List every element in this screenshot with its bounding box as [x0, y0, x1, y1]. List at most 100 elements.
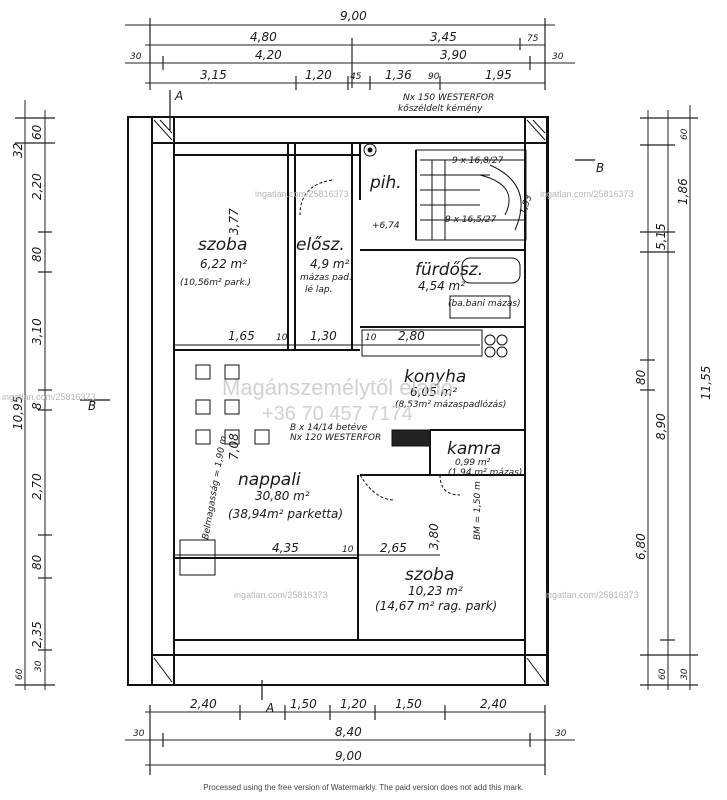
left-dim-60: 60: [30, 124, 44, 140]
left-dim-80a: 80: [30, 246, 44, 262]
room-pihenő: pih.: [369, 173, 402, 193]
section-b-left: B: [88, 399, 96, 413]
top-dim-row2-b: 4,20: [255, 48, 282, 62]
dim-708: 7,08: [227, 433, 241, 460]
room-name: fürdősz.: [415, 260, 483, 280]
bottom-dim-row2-a: 30: [133, 729, 145, 739]
room-area: 0,99 m²: [455, 458, 491, 468]
room-name: szoba: [405, 565, 454, 585]
room-area: 30,80 m²: [255, 489, 310, 503]
left-dim-labels: 32 60 2,20 80 3,10 8 2,70 80 2,35 30 60 …: [11, 124, 44, 680]
wall-hatch: [153, 119, 546, 683]
right-dimension-lines: [640, 105, 698, 690]
section-a-bottom: A: [265, 701, 274, 715]
left-dim-32: 32: [11, 143, 25, 158]
right-dim-30: 30: [680, 668, 690, 680]
dim-280: 2,80: [398, 329, 425, 343]
room-note: (14,67 m² rag. park): [375, 599, 497, 613]
bottom-dim-row1-e: 2,40: [480, 697, 507, 711]
right-dim-890: 8,90: [654, 413, 668, 440]
left-dim-235: 2,35: [30, 621, 44, 648]
note-window-top: Nx 150 WESTERFOR: [403, 93, 494, 103]
top-dim-row3-a: 3,15: [200, 68, 227, 82]
note-window-top-2: kőszéldelt kémény: [398, 103, 483, 114]
right-dim-60: 60: [680, 128, 690, 140]
bottom-dim-row1-c: 1,20: [340, 697, 367, 711]
room-name: pih.: [369, 173, 402, 193]
note-bm-right: BM = 1,50 m: [473, 481, 483, 540]
staircase: [415, 149, 527, 241]
bottom-dimension-lines: [125, 705, 575, 775]
room-eloszoba: elősz. 4,9 m² mázas pad. lé lap.: [296, 235, 352, 295]
right-dim-80: 80: [634, 369, 648, 385]
top-dimension-lines: [125, 18, 575, 90]
bottom-dim-row1-b: 1,50: [290, 697, 317, 711]
left-dim-60b: 60: [15, 668, 25, 680]
top-dim-row1-c: 75: [527, 34, 539, 44]
room-area: 4,54 m²: [418, 279, 465, 293]
right-dim-total: 11,55: [699, 366, 713, 400]
note-window-mid: B x 14/14 betéve: [290, 422, 368, 433]
watermark-site-2: ingatlan.com/25816373: [540, 189, 634, 199]
room-area: 6,05 m²: [410, 385, 457, 399]
fixtures: [179, 143, 521, 576]
dim-165: 1,65: [228, 329, 255, 343]
room-note-1: mázas pad.: [300, 273, 352, 283]
watermark-site-5: ingatlan.com/25816373: [545, 590, 639, 600]
watermark-line-2: +36 70 457 7174: [262, 403, 413, 425]
top-dim-row3-e: 90: [428, 72, 440, 82]
top-dim-row3-b: 1,20: [305, 68, 332, 82]
room-note: (ba.bani mázas): [448, 299, 521, 309]
note-stair-1: 9 x 16,8/27: [452, 156, 504, 166]
top-dim-row1-b: 3,45: [430, 30, 457, 44]
room-name: nappali: [238, 470, 301, 490]
section-a-top: A: [174, 89, 183, 103]
watermark-site-4: ingatlan.com/25816373: [234, 590, 328, 600]
top-dim-row2-a: 30: [130, 52, 142, 62]
dim-377: 3,77: [227, 208, 241, 235]
room-kamra: kamra 0,99 m² (1,94 m² mázas): [447, 439, 522, 478]
room-name: szoba: [198, 235, 247, 255]
right-dim-680: 6,80: [634, 533, 648, 560]
room-name: elősz.: [296, 235, 345, 255]
section-b-right: B: [596, 161, 604, 175]
left-dim-30: 30: [34, 660, 44, 672]
left-dim-270: 2,70: [30, 473, 44, 500]
room-note: (8,53m² mázaspadlózás): [395, 399, 506, 410]
room-area: 10,23 m²: [408, 584, 463, 598]
bottom-dim-row2-b: 8,40: [335, 725, 362, 739]
room-note: (38,94m² parketta): [228, 507, 343, 521]
top-dim-row3-f: 1,95: [485, 68, 512, 82]
bottom-dim-row1-a: 2,40: [190, 697, 217, 711]
note-level: +6,74: [372, 221, 400, 231]
left-dim-310: 3,10: [30, 318, 44, 345]
interior-dims: 3,77 1,65 10 1,30 10 2,80 4,35 10 2,65 3…: [227, 208, 441, 555]
room-name: konyha: [404, 367, 466, 387]
bottom-dim-row2-c: 30: [555, 729, 567, 739]
section-markers: [80, 90, 595, 700]
room-note: (1,94 m² mázas): [448, 468, 522, 478]
room-note: (10,56m² park.): [180, 278, 251, 288]
top-dim-row2-d: 30: [552, 52, 564, 62]
watermark-site-3: ingatlan.com/25816373: [2, 392, 96, 402]
room-szoba-large: szoba 10,23 m² (14,67 m² rag. park): [375, 565, 497, 613]
note-stair-2: 9 x 16,5/27: [445, 215, 497, 225]
right-dim-515: 5,15: [654, 223, 668, 250]
top-dim-row1-a: 4,80: [250, 30, 277, 44]
left-dim-220: 2,20: [30, 173, 44, 200]
dim-435: 4,35: [272, 541, 299, 555]
right-dim-186: 1,86: [676, 178, 690, 205]
room-furdoszoba: fürdősz. 4,54 m² (ba.bani mázas): [415, 260, 521, 309]
interior-dim-lines: [174, 344, 480, 556]
dim-10c: 10: [342, 545, 354, 555]
top-dim-row3-d: 1,36: [385, 68, 412, 82]
note-belmagassag: Belmagasság = 1,90 m: [201, 435, 229, 541]
left-dim-total: 10,95: [11, 396, 25, 430]
left-dim-80b: 80: [30, 554, 44, 570]
room-note-2: lé lap.: [305, 284, 333, 295]
room-konyha: konyha 6,05 m² (8,53m² mázaspadlózás): [395, 367, 506, 410]
room-area: 4,9 m²: [310, 257, 350, 271]
right-dim-labels: 60 1,86 80 6,80 60 30 5,15 8,90 11,55: [634, 128, 713, 680]
top-dim-row3-c: 45: [350, 72, 362, 82]
